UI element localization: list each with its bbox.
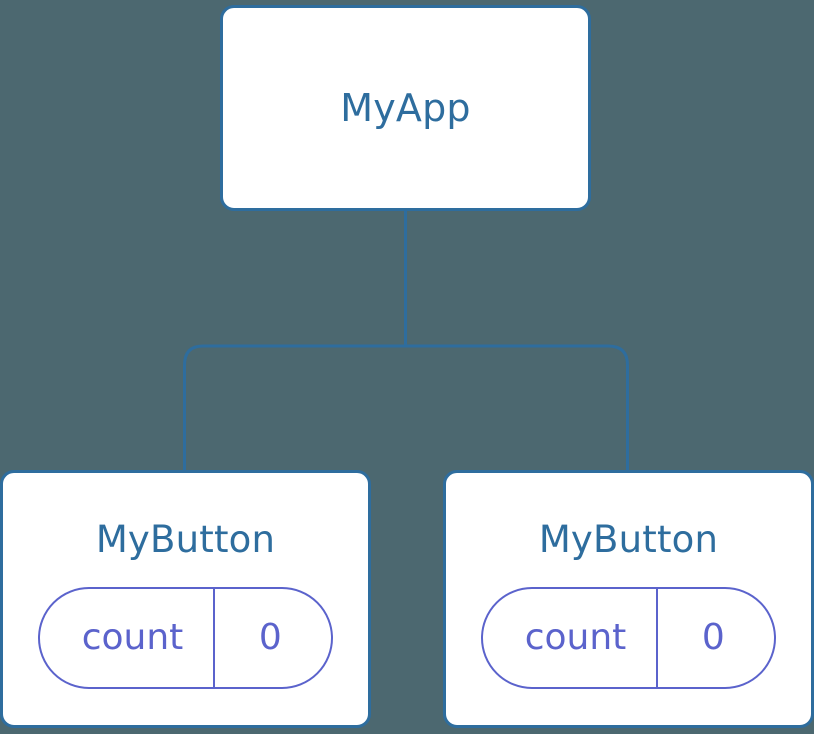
node-child-2[interactable]: MyButton count 0 <box>443 470 814 728</box>
node-child-2-state-value: 0 <box>701 617 725 658</box>
node-child-1-title: MyButton <box>95 518 276 561</box>
pill-divider <box>656 589 659 687</box>
node-child-2-state-key: count <box>524 617 627 658</box>
edge-root-to-child-right <box>405 344 629 471</box>
node-root[interactable]: MyApp <box>220 5 591 211</box>
node-child-2-title: MyButton <box>538 518 719 561</box>
pill-divider <box>213 589 216 687</box>
edge-root-to-child-left <box>183 344 406 471</box>
node-child-2-state-pill[interactable]: count 0 <box>480 587 777 689</box>
node-root-title: MyApp <box>340 86 471 130</box>
node-child-1-state-value: 0 <box>258 617 282 658</box>
node-child-1[interactable]: MyButton count 0 <box>0 470 371 728</box>
node-child-1-state-pill[interactable]: count 0 <box>37 587 334 689</box>
node-child-1-state-key: count <box>81 617 184 658</box>
